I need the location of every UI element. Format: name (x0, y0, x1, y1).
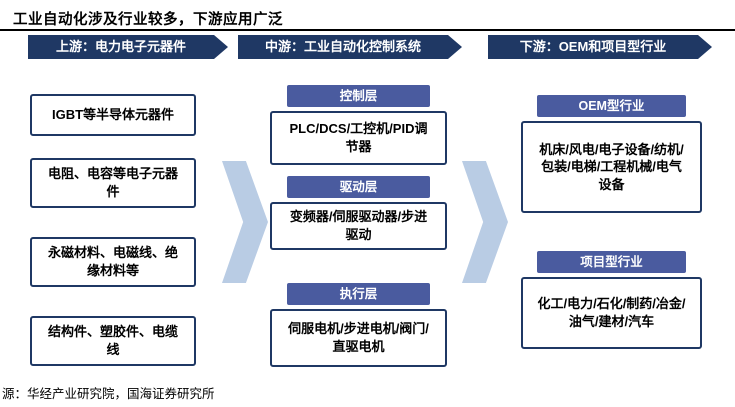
figure-title: 工业自动化涉及行业较多，下游应用广泛 (13, 12, 283, 28)
layer-content-execution: 伺服电机/步进电机/阀门/直驱电机 (270, 309, 447, 367)
group-content-oem: 机床/风电/电子设备/纺机/包装/电梯/工程机械/电气设备 (521, 121, 702, 213)
upstream-header-arrow: 上游：电力电子元器件 (28, 35, 228, 59)
upstream-item-structural-parts: 结构件、塑胶件、电缆线 (30, 316, 196, 366)
upstream-item-semiconductor: IGBT等半导体元器件 (30, 94, 196, 136)
upstream-item-resistor-capacitor: 电阻、电容等电子元器件 (30, 158, 196, 208)
downstream-header-arrow: 下游：OEM和项目型行业 (488, 35, 712, 59)
layer-content-control: PLC/DCS/工控机/PID调节器 (270, 111, 447, 165)
group-label-oem: OEM型行业 (537, 95, 686, 117)
upstream-item-magnetic-materials: 永磁材料、电磁线、绝缘材料等 (30, 237, 196, 287)
midstream-header-arrow: 中游：工业自动化控制系统 (238, 35, 462, 59)
source-note: 源：华经产业研究院，国海证券研究所 (2, 387, 215, 401)
layer-label-control: 控制层 (287, 85, 430, 107)
group-content-project: 化工/电力/石化/制药/冶金/油气/建材/汽车 (521, 277, 702, 349)
title-divider (0, 29, 735, 31)
flow-arrow-right-icon (462, 161, 508, 283)
layer-label-execution: 执行层 (287, 283, 430, 305)
layer-label-drive: 驱动层 (287, 176, 430, 198)
flow-arrow-left-icon (222, 161, 268, 283)
layer-content-drive: 变频器/伺服驱动器/步进驱动 (270, 202, 447, 250)
group-label-project: 项目型行业 (537, 251, 686, 273)
